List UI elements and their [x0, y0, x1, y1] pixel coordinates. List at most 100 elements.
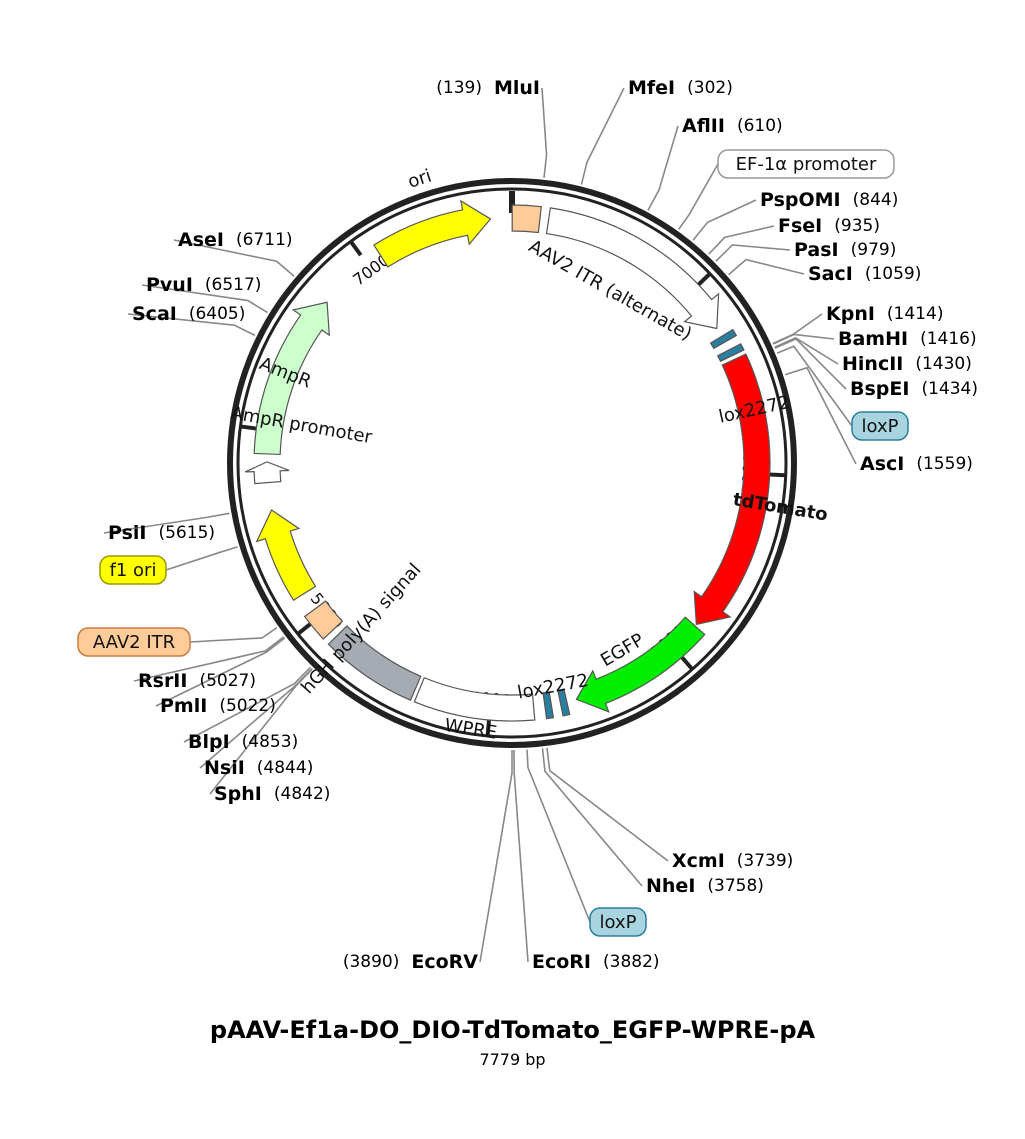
features — [244, 199, 771, 722]
site-leader — [183, 666, 312, 743]
site-position: (1416) — [920, 329, 977, 349]
site-label: PvuI(6517) — [146, 274, 261, 296]
feature-aav2-itr-alternate-label — [545, 207, 720, 330]
feature-loxp-2 — [557, 688, 571, 717]
plasmid-length: 7779 bp — [479, 1050, 546, 1069]
site-label: EcoRI (3882) — [532, 951, 660, 973]
site-position: (6405) — [189, 304, 246, 324]
backbone — [227, 178, 797, 748]
site-asei: AseI(6711) — [173, 229, 295, 277]
site-position: (3758) — [707, 876, 764, 896]
site-asci: AscI(1559) — [784, 366, 973, 475]
site-label: BlpI(4853) — [188, 731, 298, 753]
site-label: RsrII(5027) — [138, 670, 256, 692]
site-position: (4853) — [242, 732, 299, 752]
site-leader — [133, 636, 285, 682]
feature-ampr — [253, 301, 330, 456]
site-leader — [692, 199, 757, 241]
site-leader — [715, 244, 791, 262]
site-leader — [513, 749, 529, 963]
callout-loxp: loxP — [526, 749, 647, 937]
site-position: (139) — [436, 78, 482, 98]
site-name: ScaI — [132, 303, 177, 325]
site-position: (1059) — [865, 264, 922, 284]
site-name: KpnI — [826, 303, 875, 325]
tick-mark — [349, 240, 363, 257]
site-position: (610) — [737, 116, 783, 136]
site-name: AscI — [860, 453, 904, 475]
site-name: AseI — [178, 229, 224, 251]
callout-aav2-itr: AAV2 ITR — [77, 626, 278, 657]
callout-f1-ori: f1 ori — [99, 546, 238, 585]
site-label: HincII (1430) — [842, 353, 972, 375]
feature-ori — [373, 199, 492, 268]
site-mfei: MfeI(302) — [580, 77, 733, 185]
feature-egfp — [575, 616, 706, 713]
site-blpi: BlpI(4853) — [183, 666, 312, 753]
site-bamhi: BamHI (1416) — [772, 328, 977, 350]
site-label: PsiI(5615) — [108, 522, 215, 544]
site-leader — [103, 512, 230, 534]
site-leader — [774, 336, 839, 365]
site-label: SacI(1059) — [808, 263, 921, 285]
callout-text: AAV2 ITR — [93, 632, 175, 653]
plasmid-name: pAAV-Ef1a-DO_DIO-TdTomato_EGFP-WPRE-pA — [209, 1016, 816, 1044]
site-label: NsiI (4844) — [204, 757, 313, 779]
feature-hgh-poly-a-signal — [327, 625, 422, 701]
site-leader — [155, 637, 286, 707]
site-name: NsiI — [204, 757, 245, 779]
site-position: (1430) — [915, 354, 972, 374]
site-label: NheI (3758) — [646, 875, 764, 897]
callout-box — [589, 907, 647, 937]
site-name: RsrII — [138, 670, 187, 692]
site-name: BspEI — [850, 378, 909, 400]
callout-leader — [526, 749, 591, 923]
site-leader — [774, 337, 847, 390]
site-name: HincII — [842, 353, 903, 375]
site-bspei: BspEI (1434) — [774, 337, 978, 400]
feature-lox2272 — [709, 328, 738, 350]
site-position: (1434) — [921, 379, 978, 399]
tick-mark — [485, 718, 492, 737]
site-label: SphI(4842) — [214, 783, 330, 805]
feature-f1-ori — [255, 509, 317, 602]
site-position: (6517) — [205, 275, 262, 295]
site-xcmi: XcmI(3739) — [546, 747, 794, 872]
site-label: (3890)EcoRV — [343, 951, 478, 973]
callout-box — [99, 555, 167, 585]
site-name: AflII — [682, 115, 725, 137]
site-label: ScaI (6405) — [132, 303, 245, 325]
site-position: (4844) — [257, 758, 314, 778]
callout-loxp: loxP — [776, 345, 909, 441]
site-leader — [772, 333, 835, 345]
site-label: AseI(6711) — [178, 229, 293, 251]
site-leader — [580, 87, 625, 185]
site-label: AflII (610) — [682, 115, 783, 137]
site-position: (3882) — [603, 952, 660, 972]
feature-wpre — [413, 676, 536, 722]
site-position: (5615) — [158, 523, 215, 543]
callout-box — [851, 411, 909, 441]
site-pasi: PasI (979) — [715, 239, 897, 262]
site-leader — [647, 125, 679, 211]
site-position: (5022) — [219, 696, 276, 716]
site-label: (139)MluI — [436, 77, 540, 99]
site-leader — [541, 748, 643, 887]
site-pspomi: PspOMI(844) — [692, 189, 898, 241]
restriction-sites: (139)MluI MfeI(302)AflII (610) PspOMI(844)F… — [103, 77, 978, 973]
site-position: (979) — [851, 240, 897, 260]
site-label: PmlI(5022) — [160, 695, 276, 717]
callout-leader — [776, 345, 853, 427]
site-name: BamHI — [838, 328, 908, 350]
site-name: NheI — [646, 875, 695, 897]
site-fsei: FseI (935) — [708, 215, 880, 255]
site-name: PasI — [794, 239, 839, 261]
site-nsii: NsiI (4844) — [199, 668, 313, 779]
site-position: (3739) — [737, 851, 794, 871]
site-aflii: AflII (610) — [647, 115, 783, 211]
site-name: FseI — [778, 215, 822, 237]
site-name: EcoRI — [532, 951, 591, 973]
site-position: (935) — [834, 216, 880, 236]
